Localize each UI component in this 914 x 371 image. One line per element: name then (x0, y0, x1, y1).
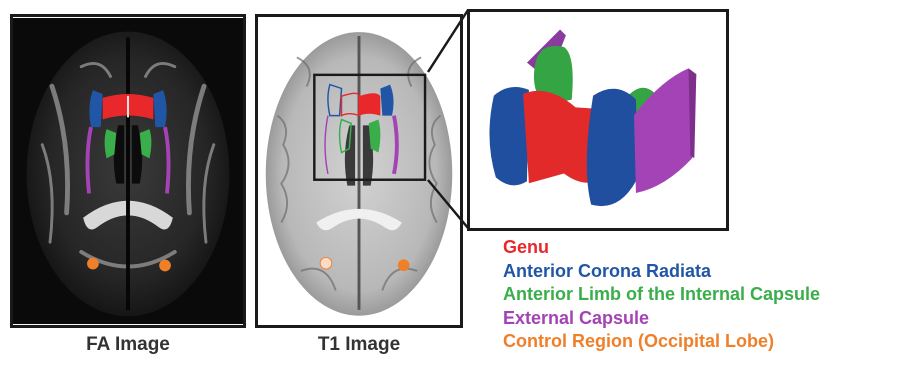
control-right-roi (159, 260, 171, 272)
fa-image-caption: FA Image (10, 334, 246, 356)
legend-item-anterior-limb-internal-capsule: Anterior Limb of the Internal Capsule (503, 283, 820, 307)
t1-image-caption: T1 Image (255, 334, 463, 356)
3d-rendering-panel (467, 9, 729, 231)
legend-item-control-region: Control Region (Occipital Lobe) (503, 330, 820, 354)
t1-brain-image (258, 17, 460, 325)
fa-brain-image (13, 17, 243, 325)
legend-item-external-capsule: External Capsule (503, 307, 820, 331)
acr-right-roi (153, 90, 166, 127)
control-left-roi (87, 258, 99, 270)
t1-image-panel (255, 14, 463, 328)
legend-item-anterior-corona-radiata: Anterior Corona Radiata (503, 260, 820, 284)
fa-image-panel (10, 14, 246, 328)
3d-roi-rendering (470, 12, 726, 228)
legend: Genu Anterior Corona Radiata Anterior Li… (503, 236, 820, 354)
acr-left-roi (89, 90, 102, 127)
legend-item-genu: Genu (503, 236, 820, 260)
